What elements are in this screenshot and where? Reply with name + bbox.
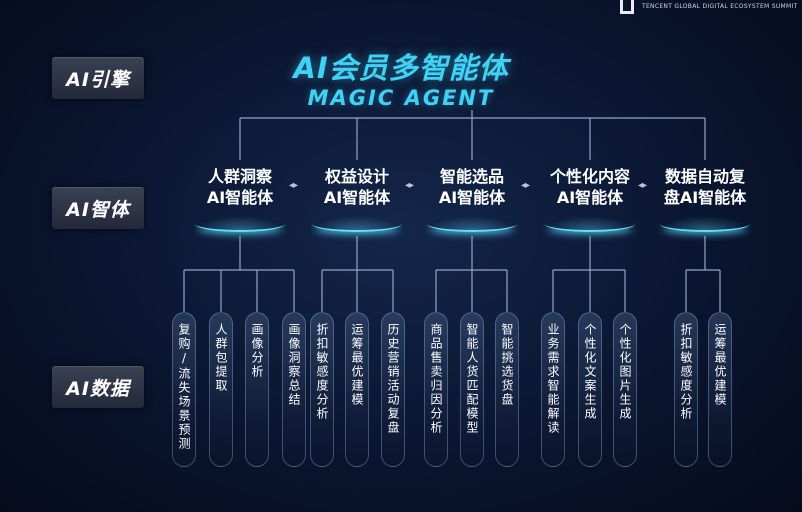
agent-name-line1: 权益设计	[324, 167, 389, 186]
data-pill: 运筹最优建模	[708, 312, 732, 467]
data-pill-label: 复购/流失场景预测	[177, 323, 191, 451]
data-pill: 折扣敏感度分析	[310, 312, 334, 467]
data-pill: 业务需求智能解读	[541, 312, 565, 467]
data-pill: 商品售卖归因分析	[424, 312, 448, 467]
data-pill-label: 个性化图片生成	[618, 323, 632, 421]
data-pill-label: 折扣敏感度分析	[315, 323, 329, 421]
summit-brand-text: TENCENT GLOBAL DIGITAL ECOSYSTEM SUMMIT	[642, 3, 798, 10]
data-pill-label: 智能人货匹配模型	[465, 323, 479, 435]
agent-name-line2: 盘AI智能体	[663, 188, 747, 207]
data-pill-label: 画像洞察总结	[287, 323, 301, 407]
agent-name-line1: 数据自动复	[664, 167, 745, 186]
agent-name-line1: 个性化内容	[549, 167, 630, 186]
data-pill-label: 运筹最优建模	[713, 323, 727, 407]
data-pill: 个性化图片生成	[613, 312, 637, 467]
side-tag-ai-engine: AI引擎	[52, 57, 144, 99]
summit-logo-icon	[620, 0, 634, 14]
agent-benefit-design: 权益设计 AI智能体	[292, 166, 422, 232]
data-pill-label: 商品售卖归因分析	[429, 323, 443, 435]
data-pill: 画像洞察总结	[282, 312, 306, 467]
data-pill-label: 折扣敏感度分析	[679, 323, 693, 421]
bidirectional-arrow-icon: ◂▸	[289, 180, 298, 191]
agent-personalized-content: 个性化内容 AI智能体	[525, 166, 655, 232]
side-tag-ai-data: AI数据	[52, 366, 144, 408]
agent-smart-selection: 智能选品 AI智能体	[407, 166, 537, 232]
data-pill: 个性化文案生成	[578, 312, 602, 467]
data-pill: 智能人货匹配模型	[460, 312, 484, 467]
agent-platform-glow	[545, 216, 635, 232]
agent-platform-glow	[427, 216, 517, 232]
side-tag-ai-agent: AI智体	[52, 187, 144, 229]
agent-platform-glow	[312, 216, 402, 232]
data-pill-label: 人群包提取	[214, 323, 228, 393]
summit-brand: TENCENT GLOBAL DIGITAL ECOSYSTEM SUMMIT	[620, 0, 802, 16]
data-pill: 复购/流失场景预测	[172, 312, 196, 467]
diagram-subtitle: MAGIC AGENT	[307, 86, 495, 110]
data-pill: 历史营销活动复盘	[381, 312, 405, 467]
agent-name-line1: 人群洞察	[207, 167, 272, 186]
agent-name-line2: AI智能体	[323, 188, 391, 207]
data-pill: 画像分析	[245, 312, 269, 467]
bidirectional-arrow-icon: ◂▸	[638, 180, 647, 191]
data-pill-label: 画像分析	[250, 323, 264, 379]
data-pill: 运筹最优建模	[345, 312, 369, 467]
data-pill: 折扣敏感度分析	[674, 312, 698, 467]
data-pill-label: 历史营销活动复盘	[386, 323, 400, 435]
agent-name-line2: AI智能体	[438, 188, 506, 207]
data-pill-label: 运筹最优建模	[350, 323, 364, 407]
bidirectional-arrow-icon: ◂▸	[521, 180, 530, 191]
agent-name-line1: 智能选品	[439, 167, 504, 186]
bidirectional-arrow-icon: ◂▸	[405, 180, 414, 191]
diagram-title: AI会员多智能体	[293, 51, 509, 85]
data-pill-label: 个性化文案生成	[583, 323, 597, 421]
data-pill: 智能挑选货盘	[495, 312, 519, 467]
agent-name-line2: AI智能体	[206, 188, 274, 207]
agent-data-auto-review: 数据自动复 盘AI智能体	[640, 166, 770, 232]
agent-platform-glow	[660, 216, 750, 232]
agent-platform-glow	[195, 216, 285, 232]
data-pill-label: 智能挑选货盘	[500, 323, 514, 407]
data-pill: 人群包提取	[209, 312, 233, 467]
data-pill-label: 业务需求智能解读	[546, 323, 560, 435]
agent-crowd-insight: 人群洞察 AI智能体	[175, 166, 305, 232]
agent-name-line2: AI智能体	[556, 188, 624, 207]
